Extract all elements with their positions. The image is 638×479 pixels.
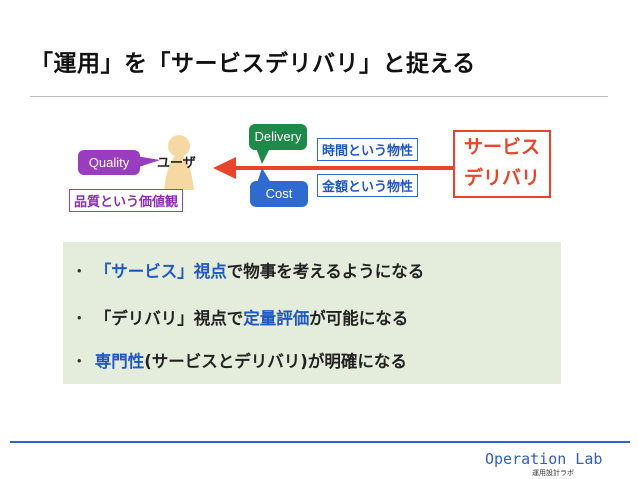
bullet-panel: ・ 「サービス」視点で物事を考えるようになる ・ 「デリバリ」視点で定量評価が可… <box>63 242 561 384</box>
cost-bubble-shape <box>250 181 308 207</box>
user-head-icon <box>168 135 190 157</box>
bullet-segment: 視点 <box>193 262 227 281</box>
delivery-bubble-label: Delivery <box>254 129 302 144</box>
delivery-bubble-tail <box>256 148 270 164</box>
user-body-icon <box>164 154 194 190</box>
brand-logo-text: Operation Lab <box>485 450 603 468</box>
bullet-marker: ・ <box>71 262 88 281</box>
bullet-segment: が可能になる <box>309 309 409 328</box>
quality-bubble-tail <box>136 156 160 168</box>
delivery-arrow-head <box>213 157 236 179</box>
bullet-segment: 専門性 <box>94 352 145 371</box>
bullet-item: ・ 専門性(サービスとデリバリ)が明確になる <box>71 348 407 372</box>
bullet-item: ・ 「デリバリ」視点で定量評価が可能になる <box>71 305 408 329</box>
bullet-segment: で物事を考えるようになる <box>226 262 425 281</box>
quality-bubble-shape <box>78 150 140 175</box>
service-delivery-box: サービス デリバリ <box>453 130 551 198</box>
bullet-segment: (サービスとデリバリ)が明確になる <box>144 352 407 371</box>
service-delivery-line-2: デリバリ <box>463 167 540 189</box>
cost-property-label: 金額という物性 <box>317 174 419 197</box>
cost-bubble-label: Cost <box>265 186 293 201</box>
bullet-marker: ・ <box>71 352 88 371</box>
delivery-bubble-shape <box>249 124 307 150</box>
diagram-graphics <box>78 124 455 207</box>
bullet-item: ・ 「サービス」視点で物事を考えるようになる <box>71 258 424 282</box>
time-property-label: 時間という物性 <box>317 138 419 161</box>
cost-bubble-tail <box>257 168 271 183</box>
bullet-marker: ・ <box>71 309 88 328</box>
bullet-segment: 「デリバリ」視点で <box>94 309 244 328</box>
quality-bubble-label: Quality <box>88 155 130 170</box>
service-delivery-line-1: サービス <box>463 136 540 158</box>
bullet-segment: 定量評価 <box>243 309 310 328</box>
bullet-segment: 「サービス」 <box>94 262 194 281</box>
title-divider <box>30 96 608 97</box>
quality-value-label: 品質という価値観 <box>69 189 184 212</box>
footer-divider <box>10 441 630 443</box>
page-title: 「運用」を「サービスデリバリ」と捉える <box>30 51 476 77</box>
user-label: ユーザ <box>157 156 196 171</box>
service-delivery-diagram: Quality Delivery Cost ユーザ 品質という価値観 時間という… <box>69 124 551 212</box>
brand-subtitle: 運用設計ラボ <box>532 469 574 477</box>
